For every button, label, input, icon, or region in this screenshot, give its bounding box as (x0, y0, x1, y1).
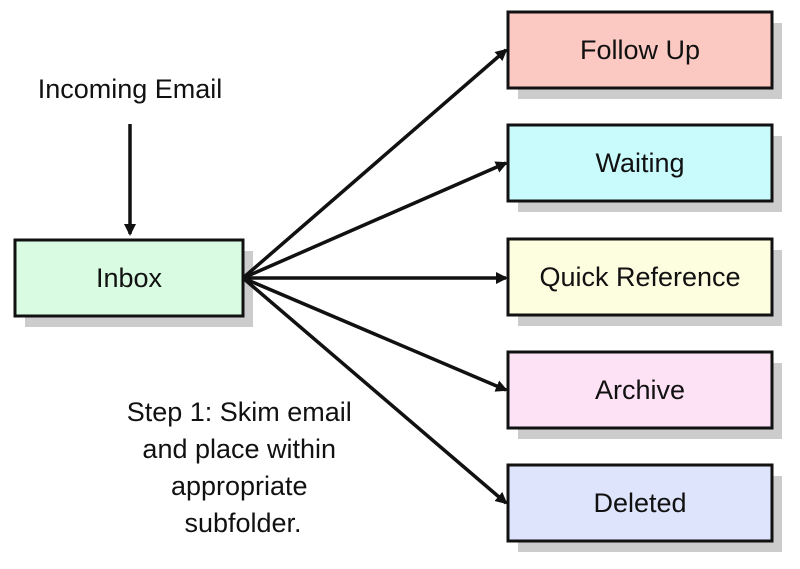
folder-archive-label: Archive (595, 375, 685, 405)
folder-deleted: Deleted (506, 463, 782, 552)
folder-follow-up-box (506, 10, 774, 90)
arrow-to-folder-archive (242, 276, 508, 392)
inbox-box (13, 238, 245, 318)
folder-waiting-box (506, 123, 774, 203)
inbox-label: Inbox (96, 263, 163, 293)
step-instruction: Step 1: Skim email and place within appr… (127, 397, 360, 538)
folder-quick-reference-box (506, 237, 774, 317)
step-line-4: subfolder. (184, 508, 301, 538)
folder-waiting: Waiting (506, 123, 782, 212)
step-line-1: Step 1: Skim email (127, 397, 352, 427)
folder-follow-up-label: Follow Up (580, 35, 700, 65)
incoming-email-label: Incoming Email (38, 74, 223, 104)
arrow-to-folder-deleted (241, 276, 508, 505)
folder-quick-reference: Quick Reference (506, 237, 782, 326)
folder-deleted-label: Deleted (593, 488, 686, 518)
step-line-2: and place within (142, 434, 336, 464)
arrow-to-folder-follow-up (241, 48, 508, 280)
routing-arrows (241, 48, 508, 505)
folder-deleted-box (506, 463, 774, 543)
arrow-to-folder-waiting (242, 161, 508, 280)
folder-archive-box (506, 350, 774, 430)
inbox-node: Inbox (13, 238, 253, 327)
folder-waiting-label: Waiting (595, 148, 684, 178)
folder-quick-reference-label: Quick Reference (539, 262, 740, 292)
folder-archive: Archive (506, 350, 782, 439)
folder-follow-up: Follow Up (506, 10, 782, 99)
step-line-3: appropriate (171, 471, 308, 501)
